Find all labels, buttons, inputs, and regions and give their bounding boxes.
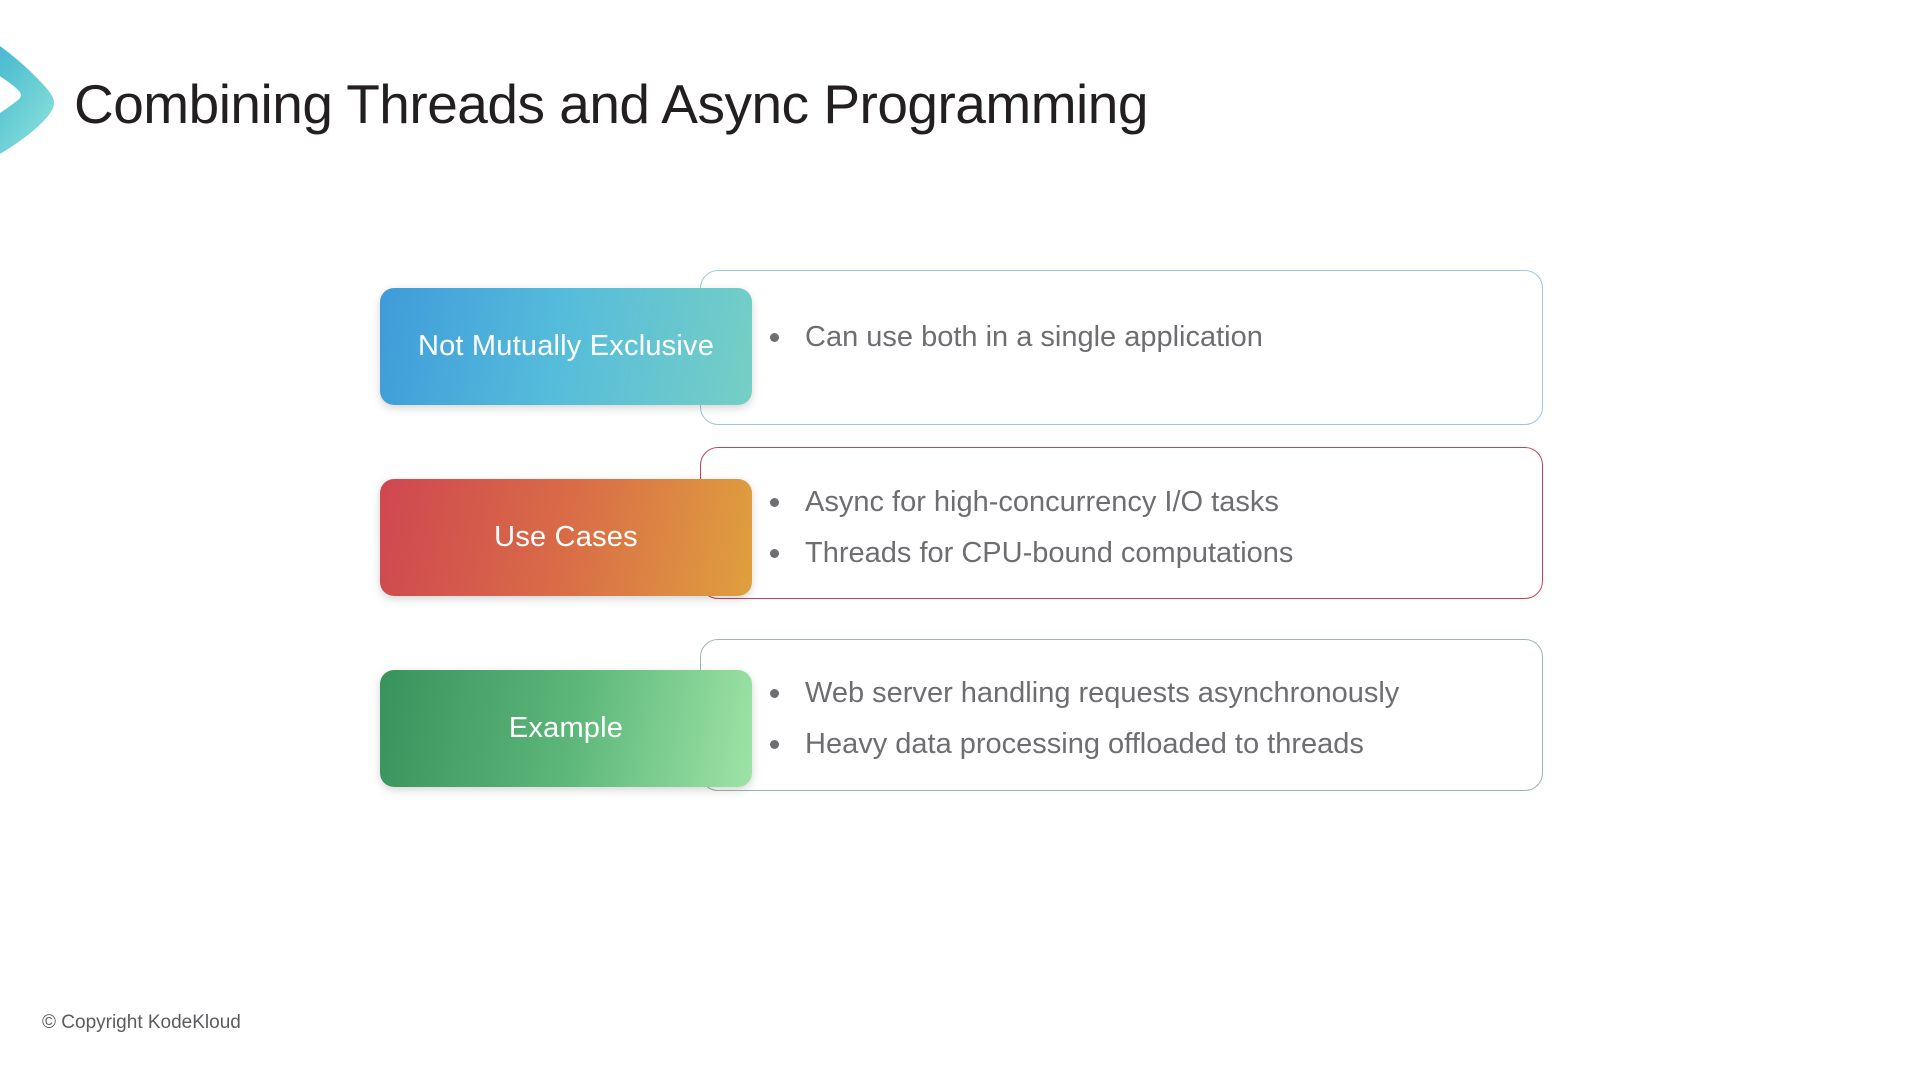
bullet-dot-icon <box>770 498 779 507</box>
row-label-pill[interactable]: Not Mutually Exclusive <box>380 288 752 405</box>
copyright-footer: © Copyright KodeKloud <box>42 1012 241 1033</box>
list-item-text: Web server handling requests asynchronou… <box>805 677 1400 709</box>
list-item-text: Can use both in a single application <box>805 320 1263 353</box>
kodekloud-chevron-icon <box>0 12 76 177</box>
list-item-text: Async for high-concurrency I/O tasks <box>805 486 1279 518</box>
row-bullet-list: Web server handling requests asynchronou… <box>770 644 1530 794</box>
content-rows: Not Mutually Exclusive Can use both in a… <box>0 262 1920 835</box>
list-item: Web server handling requests asynchronou… <box>770 668 1530 719</box>
bullet-dot-icon <box>770 332 779 342</box>
list-item: Threads for CPU-bound computations <box>770 528 1530 579</box>
list-item-text: Threads for CPU-bound computations <box>805 537 1294 569</box>
row-bullet-list: Async for high-concurrency I/O tasks Thr… <box>770 453 1530 603</box>
list-item: Async for high-concurrency I/O tasks <box>770 477 1530 528</box>
list-item: Heavy data processing offloaded to threa… <box>770 719 1530 770</box>
content-row: Use Cases Async for high-concurrency I/O… <box>0 447 1920 603</box>
list-item-text: Heavy data processing offloaded to threa… <box>805 728 1364 760</box>
row-bullet-list: Can use both in a single application <box>770 262 1530 412</box>
row-label-pill[interactable]: Use Cases <box>380 479 752 596</box>
page-title: Combining Threads and Async Programming <box>74 73 1148 135</box>
row-card <box>700 447 1543 599</box>
bullet-dot-icon <box>770 549 779 558</box>
content-row: Example Web server handling requests asy… <box>0 639 1920 794</box>
row-label-pill[interactable]: Example <box>380 670 752 787</box>
content-row: Not Mutually Exclusive Can use both in a… <box>0 262 1920 425</box>
bullet-dot-icon <box>770 740 779 749</box>
row-card <box>700 270 1543 425</box>
bullet-dot-icon <box>770 689 779 698</box>
list-item: Can use both in a single application <box>770 312 1530 363</box>
row-card <box>700 639 1543 791</box>
